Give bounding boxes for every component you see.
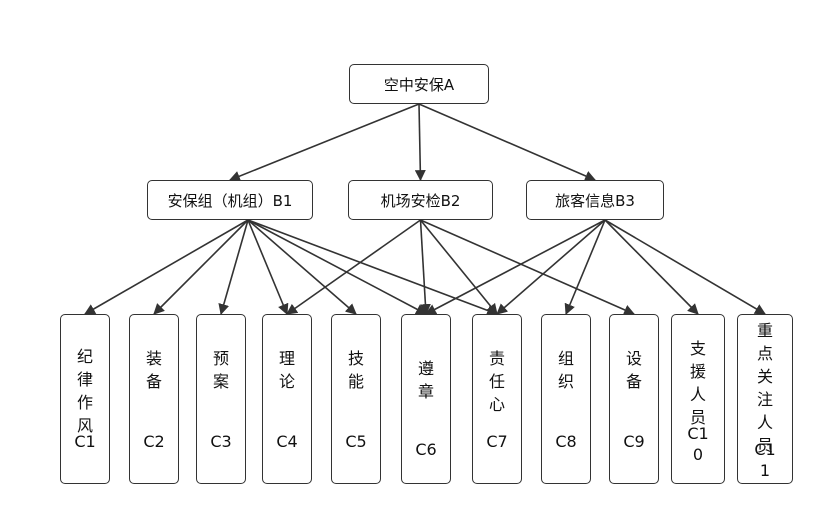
edge-b2-c4 bbox=[286, 219, 421, 315]
node-label: 机场安检B2 bbox=[380, 191, 461, 210]
node-c9: 设备 C9 bbox=[609, 314, 659, 484]
node-c2: 装备 C2 bbox=[129, 314, 179, 484]
edge-b1-c1 bbox=[84, 219, 249, 315]
node-label: 纪律作风 bbox=[61, 345, 109, 437]
edge-a-b3 bbox=[418, 103, 597, 182]
node-code: C8 bbox=[555, 432, 577, 451]
label-char: 作 bbox=[76, 393, 93, 412]
label-char: 援 bbox=[689, 362, 706, 381]
node-label: 设备 bbox=[610, 347, 658, 393]
node-code: C1 bbox=[74, 432, 96, 451]
node-label: 空中安保A bbox=[383, 75, 455, 94]
node-label: 重点关注人员 bbox=[738, 319, 792, 457]
label-char: 注 bbox=[756, 390, 773, 409]
node-label: 安保组（机组）B1 bbox=[167, 191, 293, 210]
edge-b3-c10 bbox=[604, 219, 699, 315]
label-char: 论 bbox=[278, 372, 295, 391]
label-char: 预 bbox=[212, 349, 229, 368]
node-label: 组织 bbox=[542, 347, 590, 393]
label-char: 能 bbox=[347, 372, 364, 391]
label-char: 任 bbox=[488, 372, 505, 391]
node-code: C5 bbox=[345, 432, 367, 451]
node-code: C3 bbox=[210, 432, 232, 451]
node-b3: 旅客信息B3 bbox=[526, 180, 664, 220]
node-code: C7 bbox=[486, 432, 508, 451]
label-char: 组 bbox=[557, 349, 574, 368]
node-label: 理论 bbox=[263, 347, 311, 393]
label-char: 备 bbox=[625, 372, 642, 391]
label-char: 人 bbox=[756, 413, 773, 432]
edge-b1-c3 bbox=[218, 219, 249, 316]
edge-b1-c5 bbox=[247, 219, 357, 315]
label-char: 设 bbox=[625, 349, 642, 368]
label-char: 心 bbox=[488, 395, 505, 414]
edge-b3-c6 bbox=[425, 219, 606, 315]
node-label: 技能 bbox=[332, 347, 380, 393]
edge-b1-c2 bbox=[153, 219, 249, 315]
label-char: 重 bbox=[756, 321, 773, 340]
label-char: 责 bbox=[488, 349, 505, 368]
edge-b2-c9 bbox=[420, 219, 636, 316]
label-char: 备 bbox=[145, 372, 162, 391]
node-c4: 理论 C4 bbox=[262, 314, 312, 484]
label-char: 员 bbox=[689, 408, 706, 427]
node-code: C9 bbox=[623, 432, 645, 451]
label-char: 纪 bbox=[76, 347, 93, 366]
node-label: 旅客信息B3 bbox=[555, 191, 635, 210]
label-char: 1 bbox=[759, 461, 771, 480]
node-c1: 纪律作风 C1 bbox=[60, 314, 110, 484]
edge-b2-c6 bbox=[419, 219, 431, 316]
node-label: 装备 bbox=[130, 347, 178, 393]
label-char: 织 bbox=[557, 372, 574, 391]
label-char: 技 bbox=[347, 349, 364, 368]
edge-b3-c11 bbox=[604, 219, 766, 315]
label-char: 支 bbox=[689, 339, 706, 358]
edge-b2-c7 bbox=[419, 219, 498, 315]
edge-b1-c4 bbox=[247, 219, 289, 316]
node-c6: 遵章 C6 bbox=[401, 314, 451, 484]
node-b2: 机场安检B2 bbox=[348, 180, 493, 220]
node-c8: 组织 C8 bbox=[541, 314, 591, 484]
label-char: C1 bbox=[754, 440, 776, 459]
node-root-a: 空中安保A bbox=[349, 64, 489, 104]
label-char: 人 bbox=[689, 385, 706, 404]
label-char: 关 bbox=[756, 367, 773, 386]
node-code: C2 bbox=[143, 432, 165, 451]
label-char: C1 bbox=[687, 424, 709, 443]
label-char: 律 bbox=[76, 370, 93, 389]
node-label: 遵章 bbox=[402, 357, 450, 403]
node-c3: 预案 C3 bbox=[196, 314, 246, 484]
edge-b3-c8 bbox=[564, 219, 606, 316]
label-char: 理 bbox=[278, 349, 295, 368]
label-char: 遵 bbox=[417, 359, 434, 378]
label-char: 员 bbox=[756, 436, 773, 455]
label-char: 案 bbox=[212, 372, 229, 391]
edge-b3-c7 bbox=[496, 219, 606, 315]
node-label: 责任心 bbox=[473, 347, 521, 416]
node-c5: 技能 C5 bbox=[331, 314, 381, 484]
label-char: 风 bbox=[76, 416, 93, 435]
label-char: 装 bbox=[145, 349, 162, 368]
label-char: 章 bbox=[417, 382, 434, 401]
node-label: 支援人员 bbox=[672, 337, 724, 429]
edge-a-b1 bbox=[228, 103, 420, 182]
label-char: 点 bbox=[756, 344, 773, 363]
node-code: C4 bbox=[276, 432, 298, 451]
node-c7: 责任心 C7 bbox=[472, 314, 522, 484]
edge-b1-c6 bbox=[247, 219, 427, 315]
label-char: 0 bbox=[692, 445, 704, 464]
node-label: 预案 bbox=[197, 347, 245, 393]
node-code: C6 bbox=[415, 440, 437, 459]
edge-a-b2 bbox=[414, 103, 426, 182]
node-b1: 安保组（机组）B1 bbox=[147, 180, 313, 220]
